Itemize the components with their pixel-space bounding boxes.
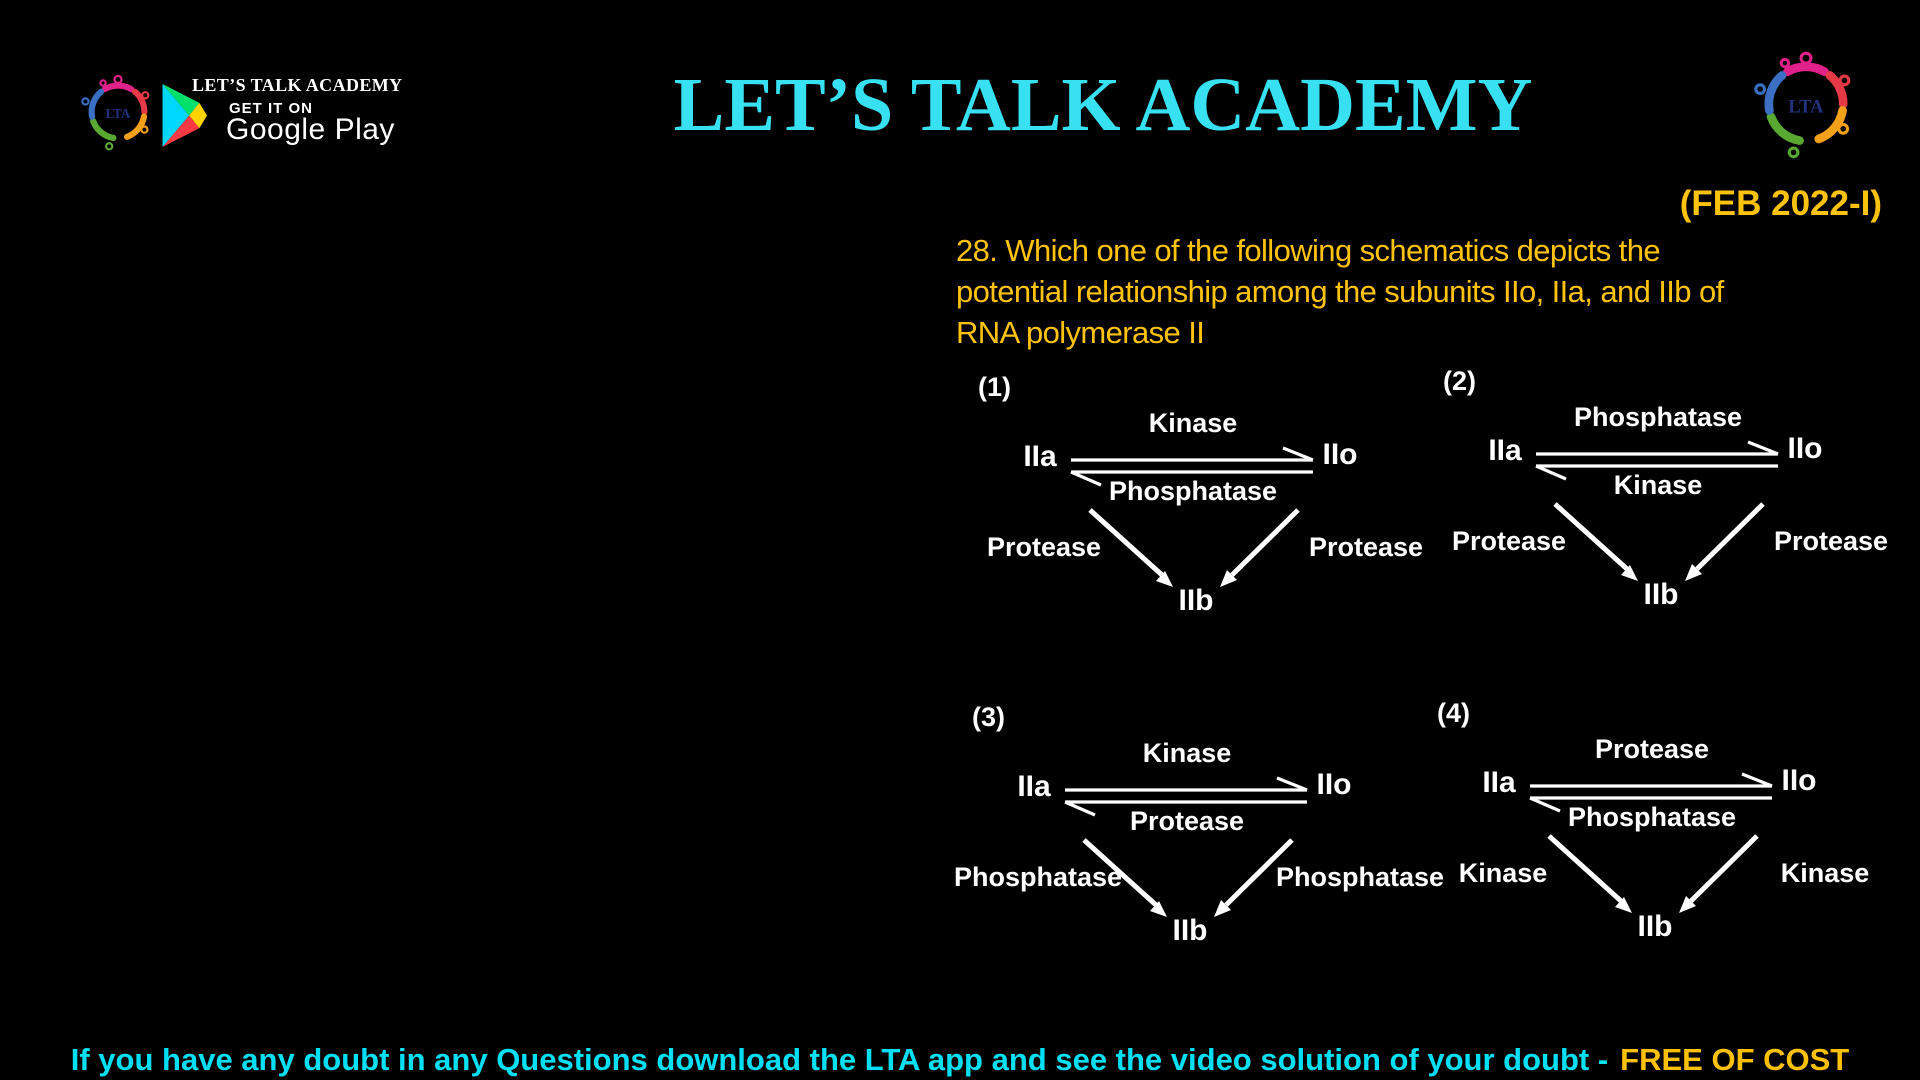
node-iio: IIo [1322,438,1358,471]
reaction-arrows [1535,440,1779,581]
diagonal-arrow-right [1689,834,1759,903]
node-iia: IIa [1482,766,1516,799]
enzyme-label-bottom: Phosphatase [1567,802,1737,832]
diagonal-arrow-left [1553,502,1629,571]
enzyme-label-left: Protease [986,532,1102,562]
question-line-3: RNA polymerase II [956,315,1205,350]
reverse-equilibrium-arrow [1070,470,1313,487]
diagonal-arrow-left [1082,838,1158,907]
reaction-arrows [1070,446,1314,587]
enzyme-label-right: Protease [1773,526,1889,556]
enzyme-label-bottom: Phosphatase [1108,476,1278,506]
lta-logo-text: LTA [106,106,131,121]
enzyme-label-top: Kinase [1148,408,1238,438]
enzyme-label-right: Kinase [1780,858,1870,888]
page-title: LET’S TALK ACADEMY [673,63,1533,147]
question-line-1: 28. Which one of the following schematic… [956,233,1661,268]
node-iia: IIa [1023,440,1057,473]
enzyme-label-left: Phosphatase [953,862,1123,892]
option-diagram-1: (1) Kinase IIa IIo Phosphatase Protease … [968,372,1438,627]
enzyme-label-left: Kinase [1458,858,1548,888]
reaction-arrows [1064,776,1308,917]
diagonal-arrow-right-head [1679,896,1696,913]
node-iio: IIo [1787,432,1823,465]
enzyme-label-top: Phosphatase [1573,402,1743,432]
question-text: 28. Which one of the following schematic… [956,230,1876,353]
option-number: (1) [978,372,1011,402]
option-diagram-2: (2) Phosphatase IIa IIo Kinase Protease … [1433,366,1903,621]
forward-equilibrium-arrow [1530,772,1773,788]
exam-session-tag: (FEB 2022-I) [1679,184,1882,223]
node-iib: IIb [1637,910,1673,943]
option-number: (3) [972,702,1005,732]
question-line-2: potential relationship among the subunit… [956,274,1724,309]
node-iia: IIa [1488,434,1522,467]
enzyme-label-top: Kinase [1142,738,1232,768]
enzyme-label-bottom: Kinase [1613,470,1703,500]
diagonal-arrow-left-head [1621,565,1638,581]
diagonal-arrow-left-head [1156,571,1173,587]
diagonal-arrow-left [1547,834,1623,903]
lta-logo-right [1744,42,1868,166]
footer-highlight: FREE OF COST [1620,1042,1850,1077]
diagonal-arrow-left-head [1150,901,1167,917]
google-play-icon [162,84,207,147]
node-iia: IIa [1017,770,1051,803]
option-diagram-3: (3) Kinase IIa IIo Protease Phosphatase … [954,702,1444,957]
diagonal-arrow-left-head [1615,897,1632,913]
reverse-equilibrium-arrow [1535,464,1778,481]
enzyme-label-bottom: Protease [1129,806,1245,836]
enzyme-label-right: Phosphatase [1275,862,1445,892]
enzyme-label-right: Protease [1308,532,1424,562]
diagonal-arrow-left [1088,508,1164,577]
option-diagram-4: (4) Protease IIa IIo Phosphatase Kinase … [1427,698,1897,953]
node-iib: IIb [1172,914,1208,947]
lta-logo: LTA [81,74,150,151]
diagonal-arrow-right [1224,838,1294,907]
badge-get-it-on-label: GET IT ON [229,100,313,117]
option-number: (2) [1443,366,1476,396]
node-iio: IIo [1316,768,1352,801]
node-iio: IIo [1781,764,1817,797]
forward-equilibrium-arrow [1536,440,1779,456]
diagonal-arrow-right-head [1220,570,1237,587]
forward-equilibrium-arrow [1065,776,1308,792]
reverse-equilibrium-arrow [1529,796,1772,813]
diagonal-arrow-right-head [1214,900,1231,917]
reverse-equilibrium-arrow [1064,800,1307,817]
node-iib: IIb [1643,578,1679,611]
reaction-arrows [1529,772,1773,913]
option-number: (4) [1437,698,1470,728]
footer-message: If you have any doubt in any Questions d… [70,1042,1609,1077]
diagonal-arrow-right-head [1685,564,1702,581]
node-iib: IIb [1178,584,1214,617]
badge-academy-label: LET’S TALK ACADEMY [192,75,403,95]
enzyme-label-top: Protease [1594,734,1710,764]
diagonal-arrow-right [1230,508,1300,577]
enzyme-label-left: Protease [1451,526,1567,556]
diagonal-arrow-right [1695,502,1765,571]
footer-banner: If you have any doubt in any Questions d… [0,1040,1920,1080]
badge-store-name: Google Play [226,113,395,146]
forward-equilibrium-arrow [1071,446,1314,462]
